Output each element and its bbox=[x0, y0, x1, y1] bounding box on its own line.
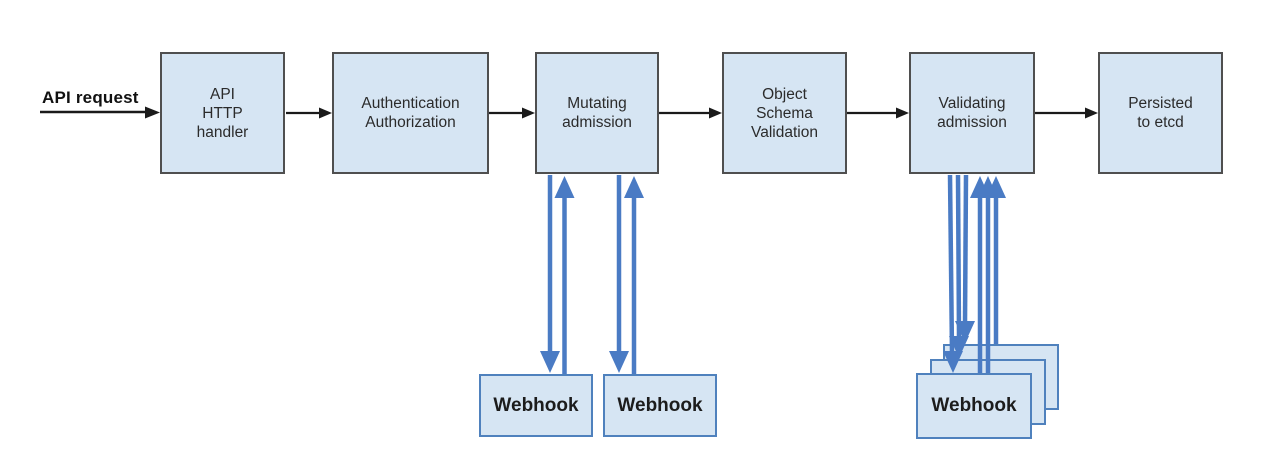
arrow-webhook1-to-mutating bbox=[554, 176, 575, 374]
stage-label-line: Authorization bbox=[365, 114, 456, 131]
webhook-label: Webhook bbox=[931, 395, 1017, 416]
arrow-mutating-to-webhook1 bbox=[540, 175, 560, 373]
stage-label-line: Persisted bbox=[1128, 95, 1193, 112]
stage-label: Persisted to etcd bbox=[1128, 94, 1193, 132]
api-request-label: API request bbox=[42, 88, 139, 107]
stage-label-line: admission bbox=[937, 114, 1007, 131]
arrow-validating-to-webhook-stack-3 bbox=[955, 174, 975, 343]
arrow-handler-to-auth bbox=[286, 107, 332, 119]
webhook-label: Webhook bbox=[617, 394, 703, 416]
stage-label: Validating admission bbox=[937, 94, 1007, 132]
stage-label: Mutating admission bbox=[562, 94, 632, 132]
arrow-validating-to-webhook-stack-2 bbox=[949, 174, 969, 358]
stage-label-line: Validating bbox=[938, 95, 1006, 112]
stage-box-validating-admission: Validating admission bbox=[909, 52, 1035, 174]
stage-box-api-http-handler: API HTTP handler bbox=[160, 52, 285, 174]
stage-label: Object Schema Validation bbox=[751, 85, 818, 142]
stage-label-line: to etcd bbox=[1137, 114, 1184, 131]
stage-label-line: admission bbox=[562, 114, 632, 131]
stage-box-authentication-authorization: Authentication Authorization bbox=[332, 52, 489, 174]
stage-label-line: HTTP bbox=[202, 104, 243, 122]
stage-box-mutating-admission: Mutating admission bbox=[535, 52, 659, 174]
stage-label-line: Validation bbox=[751, 123, 818, 141]
stage-label-line: Schema bbox=[756, 104, 813, 122]
webhook-box-mutating-2: Webhook bbox=[603, 374, 717, 437]
webhook-box-validating-front: Webhook bbox=[916, 373, 1032, 439]
arrow-mutating-to-webhook2 bbox=[609, 175, 629, 373]
stage-label: API HTTP handler bbox=[197, 85, 249, 142]
webhook-label: Webhook bbox=[493, 394, 579, 416]
stage-label-line: API bbox=[210, 85, 235, 103]
stage-box-persisted-to-etcd: Persisted to etcd bbox=[1098, 52, 1223, 174]
stage-label-line: handler bbox=[196, 123, 249, 141]
arrow-auth-to-mutating bbox=[489, 107, 535, 119]
arrow-api-request bbox=[40, 106, 160, 119]
stage-label-line: Authentication bbox=[361, 95, 460, 112]
webhook-box-mutating-1: Webhook bbox=[479, 374, 593, 437]
arrow-webhook-stack-to-validating-3 bbox=[986, 176, 1006, 344]
arrow-webhook2-to-mutating bbox=[624, 176, 644, 374]
arrow-schema-to-validating bbox=[847, 107, 909, 119]
arrow-mutating-to-schema bbox=[659, 107, 722, 119]
stage-label-line: Object bbox=[762, 85, 807, 103]
stage-label: Authentication Authorization bbox=[361, 94, 459, 132]
arrow-validating-to-etcd bbox=[1035, 107, 1098, 119]
stage-label-line: Mutating bbox=[567, 95, 627, 112]
stage-box-object-schema-validation: Object Schema Validation bbox=[722, 52, 847, 174]
